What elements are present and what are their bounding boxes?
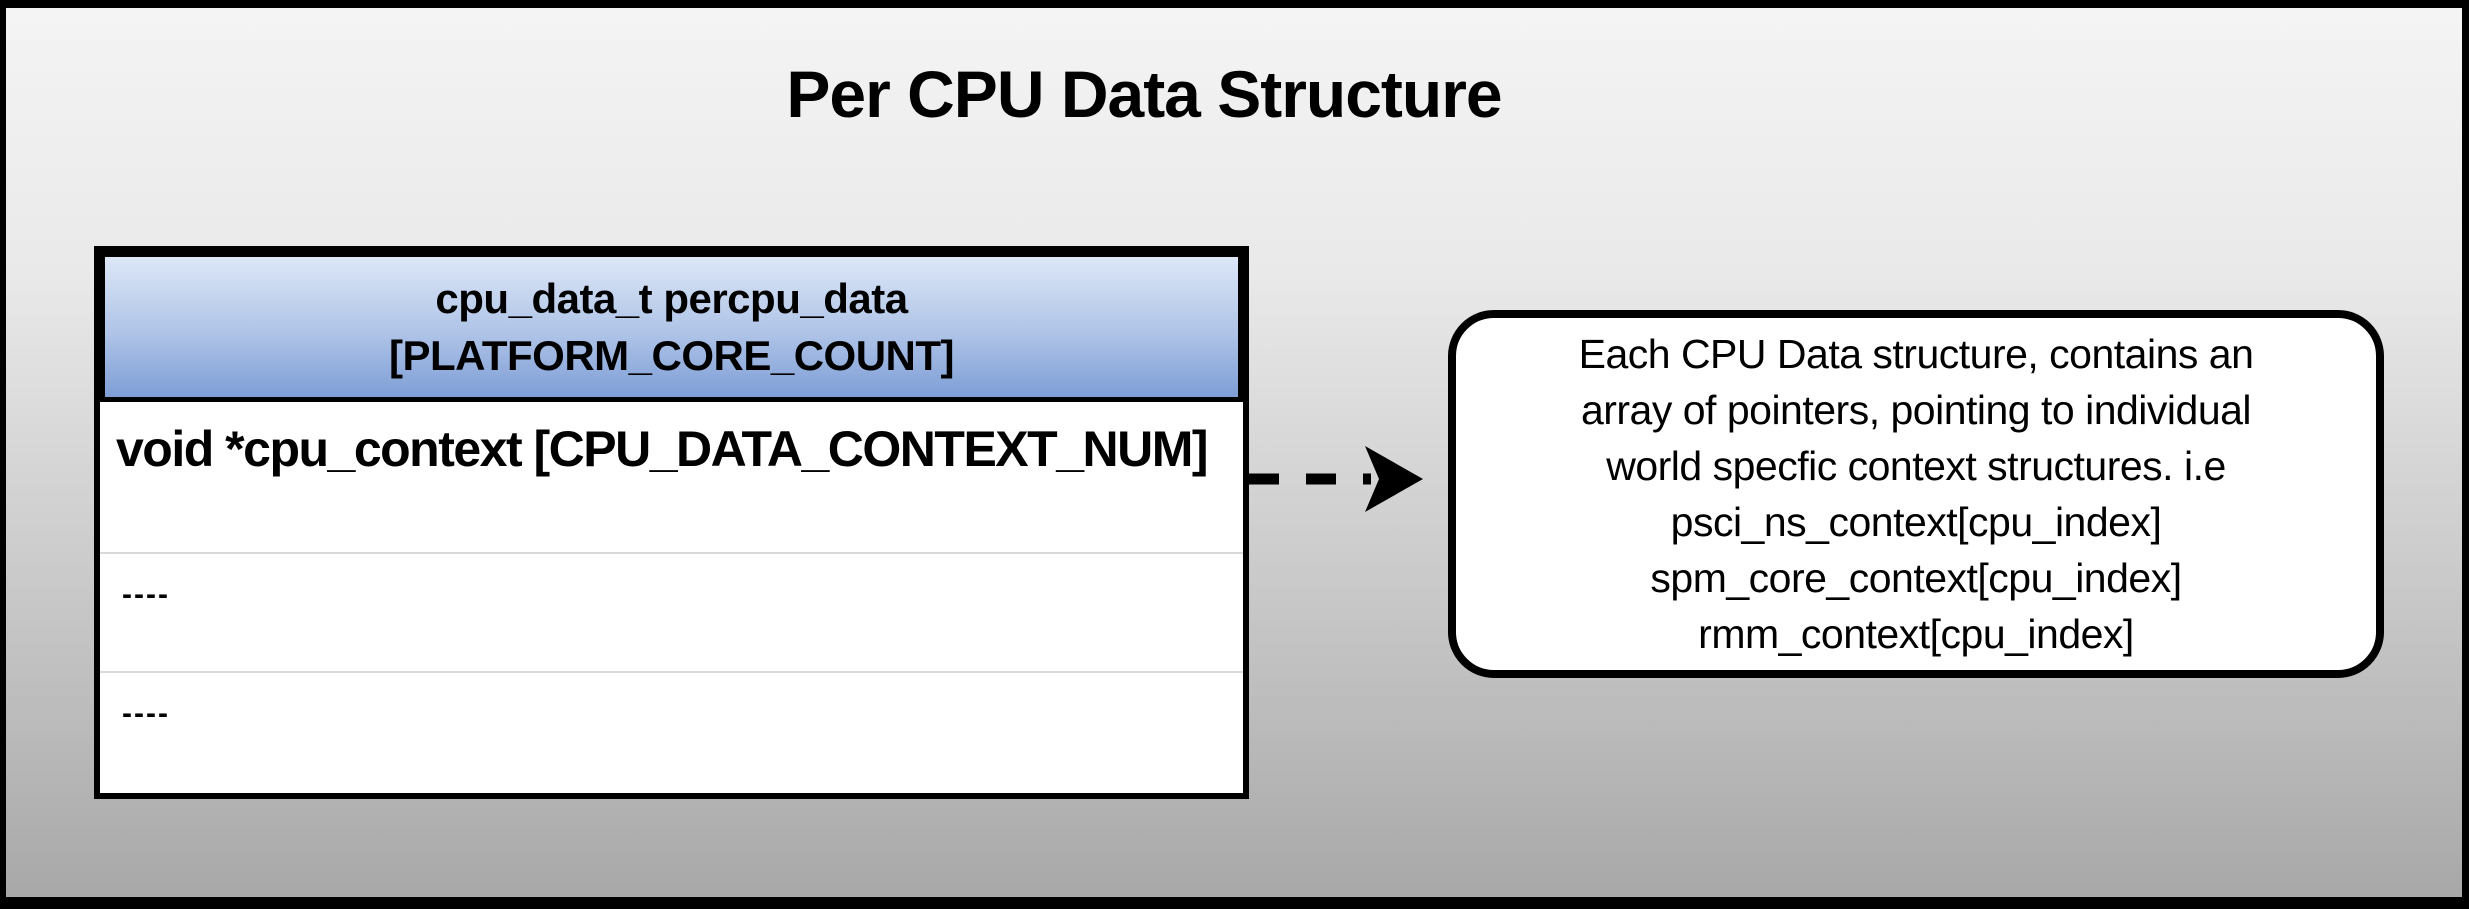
table-row-placeholder-1: ---- — [100, 554, 1243, 671]
table-header-line1: cpu_data_t percpu_data — [435, 275, 908, 322]
table-row-placeholder-1-label: ---- — [122, 578, 170, 611]
row-divider — [100, 552, 1243, 554]
arrow-head — [1365, 446, 1423, 512]
title-bar: Per CPU Data Structure — [6, 56, 2462, 132]
cpu-data-table-header: cpu_data_t percpu_data [PLATFORM_CORE_CO… — [100, 252, 1243, 402]
table-row-cpu-context: void *cpu_context [CPU_DATA_CONTEXT_NUM] — [100, 402, 1243, 552]
note-line-3: world specfic context structures. i.e — [1606, 443, 2226, 489]
note-line-6: rmm_context[cpu_index] — [1698, 611, 2134, 657]
page-title: Per CPU Data Structure — [786, 57, 1502, 131]
note-line-2: array of pointers, pointing to individua… — [1580, 387, 2252, 433]
note-line-4: psci_ns_context[cpu_index] — [1670, 499, 2162, 545]
cpu-data-table: cpu_data_t percpu_data [PLATFORM_CORE_CO… — [94, 246, 1249, 799]
dashed-right-arrow-icon — [1249, 446, 1423, 512]
note-line-1: Each CPU Data structure, contains an — [1578, 331, 2254, 377]
table-row-cpu-context-label: void *cpu_context [CPU_DATA_CONTEXT_NUM] — [116, 421, 1209, 477]
annotation-box: Each CPU Data structure, contains an arr… — [1448, 310, 2384, 678]
table-row-placeholder-2-label: ---- — [122, 697, 170, 730]
row-divider — [100, 671, 1243, 673]
note-line-5: spm_core_context[cpu_index] — [1650, 555, 2182, 601]
table-header-line2: [PLATFORM_CORE_COUNT] — [388, 332, 955, 379]
table-row-placeholder-2: ---- — [100, 673, 1243, 793]
